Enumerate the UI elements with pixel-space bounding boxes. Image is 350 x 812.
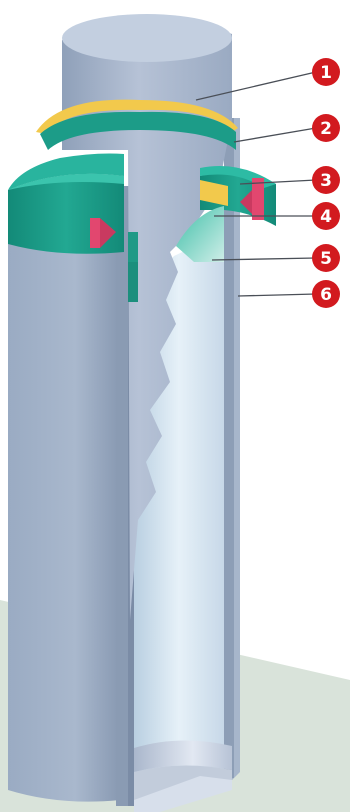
bottom-disk (134, 740, 232, 812)
callout-5-label: 5 (320, 249, 332, 269)
yellow-ring-segment (200, 180, 228, 206)
yellow-band (36, 99, 238, 134)
collar-back (40, 111, 236, 150)
callout-3: 3 (312, 166, 340, 194)
leader-lines (195, 71, 317, 297)
inner-pipe (62, 18, 232, 621)
callout-4: 4 (312, 202, 340, 230)
callout-6-label: 6 (320, 285, 332, 305)
inner-pipe-top (62, 14, 232, 62)
callout-3-label: 3 (320, 171, 332, 191)
callout-1: 1 (312, 58, 340, 86)
callout-2: 2 (312, 114, 340, 142)
outer-pipe (8, 118, 240, 806)
callout-1-label: 1 (320, 63, 332, 83)
wall-notch (128, 232, 138, 264)
callout-6: 6 (312, 280, 340, 308)
left-collar (8, 153, 124, 254)
callout-4-label: 4 (320, 207, 332, 227)
seal-layer (176, 206, 224, 262)
callout-5: 5 (312, 244, 340, 272)
callout-2-label: 2 (320, 119, 332, 139)
